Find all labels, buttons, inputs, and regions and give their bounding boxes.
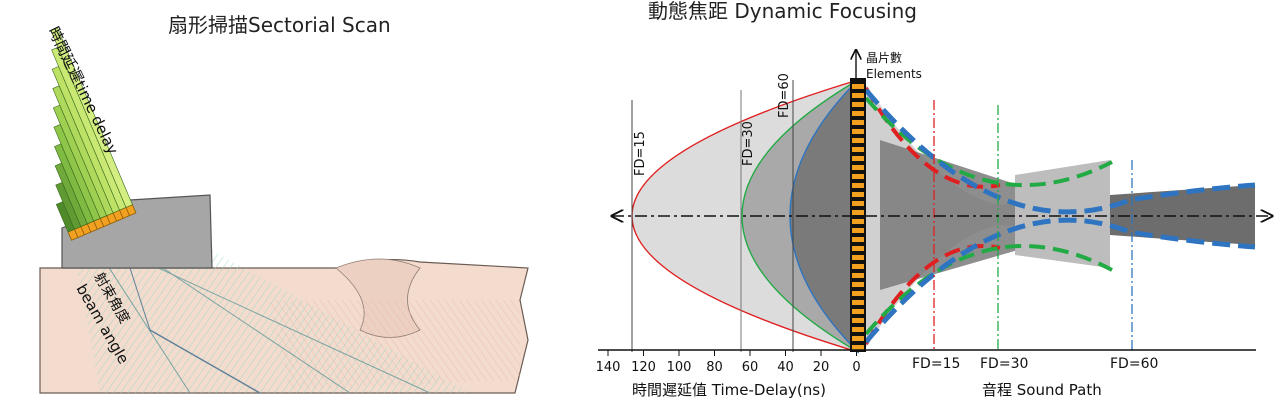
element-cell: [852, 327, 864, 332]
dynamic-focusing-title: 動態焦距 Dynamic Focusing: [648, 0, 917, 23]
fd30-beam-region: [880, 140, 1018, 290]
probe-element-tick: [93, 220, 98, 230]
time-tick-label: 40: [777, 360, 794, 375]
element-cell: [852, 336, 864, 341]
element-cell: [852, 228, 864, 233]
fd30-envelope-upper: [864, 96, 1113, 188]
element-cell: [852, 291, 864, 296]
time-tick-label: 80: [706, 360, 723, 375]
element-cell: [852, 84, 864, 89]
element-cell: [852, 120, 864, 125]
sectorial-scan-title: 扇形掃描Sectorial Scan: [168, 13, 391, 37]
time-tick-label: 20: [813, 360, 830, 375]
element-cell: [852, 345, 864, 350]
fd15-path-label: FD=15: [912, 356, 960, 372]
fd60-path-label: FD=60: [1110, 356, 1158, 372]
time-tick-label: 100: [667, 360, 692, 375]
time-delay-axis-label: 時間遲延值 Time-Delay(ns): [632, 381, 826, 399]
fd60-envelope-lower: [864, 217, 1256, 344]
probe-element-tick: [99, 218, 105, 227]
element-cell: [852, 147, 864, 152]
fd60-curve-label: FD=60: [777, 73, 792, 118]
element-cell: [852, 174, 864, 179]
element-cell: [852, 219, 864, 224]
probe-element-tick: [125, 207, 130, 216]
probe-element-ticks: [74, 207, 130, 238]
fd15-envelope-lower: [864, 244, 1001, 345]
element-cell: [852, 129, 864, 134]
element-cell: [852, 282, 864, 287]
element-cell: [852, 156, 864, 161]
sectorial-scan-panel: 扇形掃描Sectorial Scan 時間延遲time delay 射束角度: [39, 13, 529, 394]
element-cell: [852, 210, 864, 215]
element-cell: [852, 138, 864, 143]
time-tick-label: 60: [742, 360, 759, 375]
element-cell: [852, 93, 864, 98]
element-cell: [852, 273, 864, 278]
fd30-envelope-lower: [864, 244, 1113, 336]
fd60-envelope-upper: [864, 88, 1256, 215]
fd15-curve-label: FD=15: [633, 131, 648, 176]
time-delay-bars: [50, 27, 133, 233]
fd30-curve-label: FD=30: [741, 121, 756, 166]
element-cell: [852, 165, 864, 170]
beam-line: [149, 329, 261, 394]
time-tick-label: 140: [596, 360, 621, 375]
element-cell: [852, 192, 864, 197]
sound-path-label: 音程 Sound Path: [982, 381, 1102, 399]
time-delay-bar: [50, 27, 133, 208]
probe-element-tick: [106, 215, 111, 225]
dynamic-focusing-panel: 動態焦距 Dynamic Focusing FD=15 FD=30 FD=60: [596, 0, 1272, 399]
fd15-envelope-upper: [864, 87, 1001, 189]
elements-label-zh: 晶片數: [866, 51, 902, 65]
element-cell: [852, 309, 864, 314]
time-tick-label: 120: [631, 360, 656, 375]
element-cell: [852, 300, 864, 305]
probe-element-tick: [74, 229, 79, 238]
element-cell: [852, 318, 864, 323]
beam-line: [129, 267, 151, 331]
probe-element-tick: [119, 209, 124, 219]
probe-element-tick: [112, 212, 117, 222]
element-cell: [852, 183, 864, 188]
phased-array-probe: [50, 27, 137, 241]
element-cell: [852, 201, 864, 206]
probe-element-tick: [80, 226, 85, 235]
element-cell: [852, 264, 864, 269]
time-delay-ticks: 140 120 100 80 60 40 20 0: [596, 350, 861, 375]
probe-element-tick: [86, 223, 92, 233]
element-cell: [852, 102, 864, 107]
element-cell: [852, 246, 864, 251]
element-cell: [852, 237, 864, 242]
element-cells: [852, 84, 864, 350]
element-cell: [852, 111, 864, 116]
elements-label-en: Elements: [866, 67, 922, 81]
element-cell: [852, 255, 864, 260]
time-tick-label: 0: [852, 360, 860, 375]
fd30-path-label: FD=30: [980, 356, 1028, 372]
